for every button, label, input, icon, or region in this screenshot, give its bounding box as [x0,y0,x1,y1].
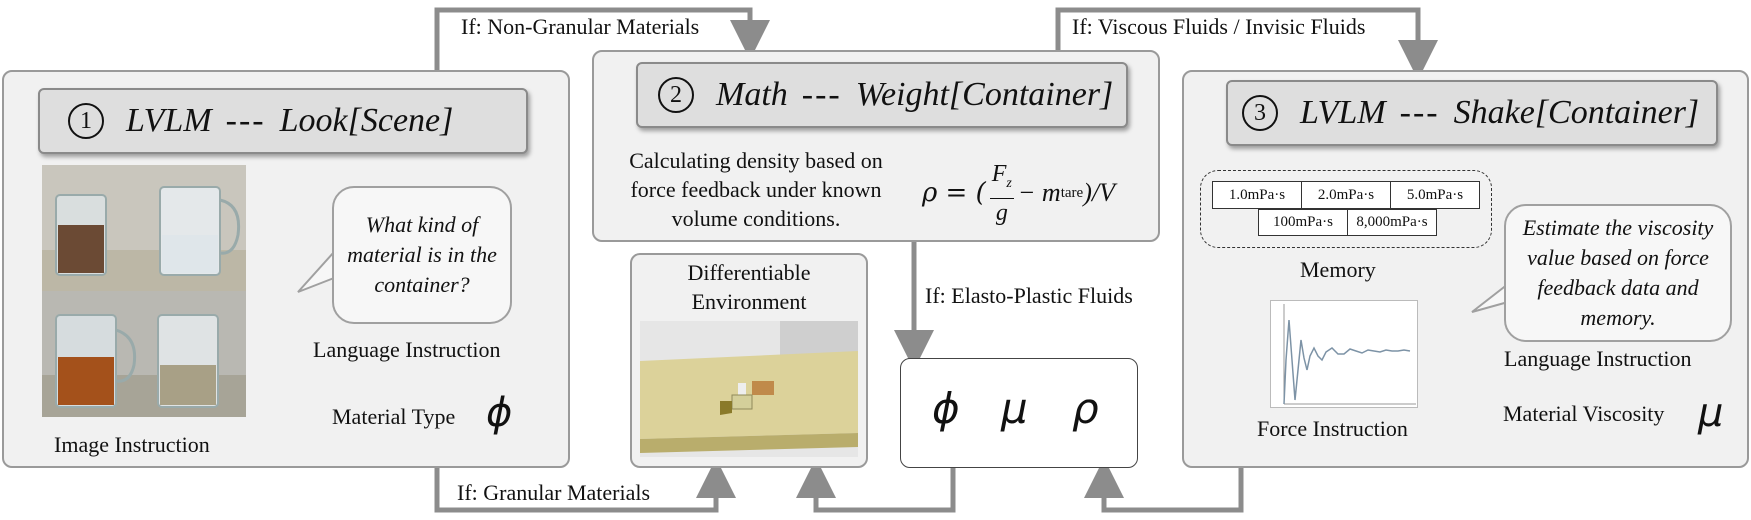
material-type-label: Material Type [332,404,456,429]
viscosity-label: Material Viscosity [1503,401,1665,426]
arrow-granular [434,458,736,513]
step2-model: Math [716,76,788,113]
step2-number: 2 [658,77,694,113]
image-instruction-label: Image Instruction [54,432,210,457]
env-title-line2: Environment [691,289,807,314]
step2-title: 2 Math --- Weight[Container] [636,62,1128,128]
formula-numerator-sub: z [1006,175,1012,191]
memory-value: 8,000mPa·s [1347,209,1437,236]
step2-description: Calculating density based on force feedb… [606,146,906,233]
formula-end: )/V [1083,178,1115,208]
condition-elasto-plastic: If: Elasto-Plastic Fluids [925,283,1133,308]
arrow-output-to-env [796,458,956,513]
step1-question-bubble: What kind of material is in the containe… [332,186,512,324]
step3-title: 3 LVLM --- Shake[Container] [1226,80,1718,146]
step1-question-line: What kind of [365,212,479,237]
arrow-viscous [1055,7,1438,80]
formula-mass: − m [1017,178,1061,208]
step3-dash: --- [1399,94,1440,131]
condition-viscous: If: Viscous Fluids / Invisic Fluids [1068,14,1370,40]
step1-dash: --- [225,102,266,139]
step2-desc-line: volume conditions. [671,206,841,231]
formula-numerator: F [991,161,1007,187]
step3-bubble-tail [1471,283,1509,313]
env-title: Differentiable Environment [630,258,868,316]
step3-question-bubble: Estimate the viscosity value based on fo… [1504,204,1732,342]
step3-question-line: Estimate the viscosity [1522,215,1714,240]
memory-value: 5.0mPa·s [1390,181,1480,209]
step3-model: LVLM [1300,94,1386,131]
memory-label: Memory [1300,257,1376,282]
output-box [900,358,1138,468]
step1-bubble-tail [297,251,335,293]
arrow-non-granular [434,7,770,70]
memory-value: 100mPa·s [1258,209,1348,236]
material-type-symbol: ϕ [486,390,513,436]
step3-language-instruction: Language Instruction [1504,346,1692,371]
output-rho: ρ [1072,384,1099,433]
condition-non-granular: If: Non-Granular Materials [457,14,704,40]
step1-question-line: container? [374,272,470,297]
memory-value: 1.0mPa·s [1212,181,1302,209]
viscosity-symbol: μ [1698,390,1724,436]
arrow-step3-to-output [1084,458,1244,513]
force-instruction-label: Force Instruction [1257,416,1408,441]
formula-denominator: g [995,199,1008,226]
step1-language-instruction: Language Instruction [313,337,501,362]
step2-desc-line: force feedback under known [630,177,882,202]
step1-title: 1 LVLM --- Look[Scene] [38,88,528,154]
step1-number: 1 [68,103,104,139]
step1-action: Look[Scene] [279,102,454,139]
formula-fraction: Fz g [989,160,1014,227]
memory-group [1200,170,1492,248]
env-render-image [640,321,858,457]
output-mu: μ [1001,384,1028,433]
beaker-photo-grid [42,165,246,417]
formula-rho: ρ = ( [922,178,986,209]
output-phi: ϕ [932,384,960,433]
step3-question-line: memory. [1580,305,1656,330]
step3-question-line: value based on force [1527,245,1709,270]
env-title-line1: Differentiable [687,260,811,285]
step3-question-line: feedback data and [1537,275,1699,300]
step3-action: Shake[Container] [1453,94,1700,131]
condition-granular: If: Granular Materials [457,480,651,505]
force-feedback-plot [1270,300,1418,408]
memory-value: 2.0mPa·s [1301,181,1391,209]
force-signal-line [1283,319,1411,405]
step1-question-line: material is in the [347,242,497,267]
step1-model: LVLM [126,102,212,139]
image-instruction-photos [42,165,246,417]
step3-number: 3 [1242,95,1278,131]
step2-action: Weight[Container] [855,76,1114,113]
formula-mass-sub: tare [1060,184,1084,201]
step2-dash: --- [801,76,842,113]
step2-desc-line: Calculating density based on [629,148,883,173]
